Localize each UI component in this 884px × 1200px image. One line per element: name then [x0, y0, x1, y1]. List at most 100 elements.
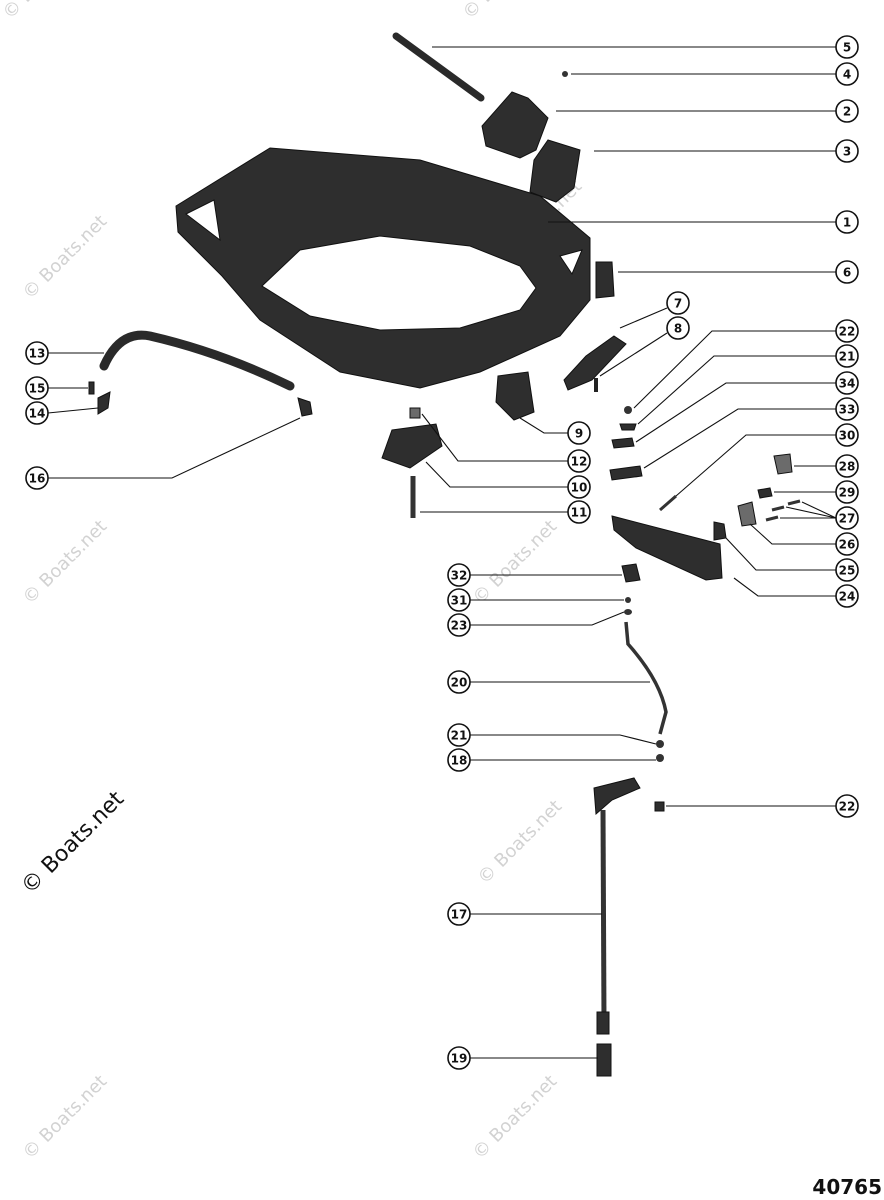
svg-text:6: 6 [843, 266, 851, 280]
callout-33: 33 [643, 397, 859, 469]
callout-4: 4 [571, 62, 859, 86]
part-washer-23 [624, 609, 632, 615]
callout-26: 26 [749, 523, 859, 556]
svg-text:30: 30 [839, 429, 856, 443]
svg-text:12: 12 [571, 455, 588, 469]
part-clip-26 [737, 501, 757, 527]
callout-22a: 22 [633, 319, 859, 409]
part-hose-5 [392, 32, 485, 102]
watermark: © Boats.net [469, 516, 561, 608]
part-nut-18 [656, 754, 664, 762]
callout-21a: 21 [637, 344, 859, 425]
svg-text:22: 22 [839, 325, 856, 339]
part-block-32 [621, 563, 641, 583]
svg-text:16: 16 [29, 472, 46, 486]
svg-text:19: 19 [451, 1052, 468, 1066]
svg-text:31: 31 [451, 594, 468, 608]
svg-text:26: 26 [839, 538, 856, 552]
callout-2: 2 [556, 99, 859, 123]
callout-8: 8 [599, 316, 690, 377]
svg-text:22: 22 [839, 800, 856, 814]
callout-12: 12 [421, 413, 591, 473]
watermark: © Boats.net [19, 1071, 111, 1163]
callout-27: 27 [780, 501, 859, 530]
callout-10: 10 [425, 461, 591, 499]
part-bracket-10 [381, 423, 443, 469]
svg-text:27: 27 [839, 512, 856, 526]
part-plate-33 [609, 465, 643, 481]
svg-text:11: 11 [571, 506, 588, 520]
svg-text:10: 10 [571, 481, 588, 495]
callout-1: 1 [548, 210, 859, 234]
part-bracket-2 [481, 91, 549, 159]
part-nut-31 [625, 597, 631, 603]
callout-9: 9 [519, 417, 591, 445]
callout-6: 6 [618, 260, 859, 284]
svg-text:4: 4 [843, 68, 851, 82]
svg-text:21: 21 [839, 350, 856, 364]
svg-text:25: 25 [839, 564, 856, 578]
callout-30: 30 [675, 423, 859, 497]
callout-18: 18 [447, 748, 656, 772]
callout-24: 24 [733, 577, 859, 608]
watermark: © Boats.net [474, 796, 566, 888]
part-screw-15 [88, 381, 95, 395]
callout-28: 28 [794, 454, 859, 478]
part-screw-30 [659, 494, 677, 512]
svg-text:29: 29 [839, 486, 856, 500]
callout-31: 31 [447, 588, 624, 612]
part-spring-34 [611, 437, 635, 449]
part-cap-29 [757, 487, 773, 499]
svg-text:24: 24 [839, 590, 856, 604]
svg-text:33: 33 [839, 403, 856, 417]
part-washer-21b [656, 740, 664, 748]
part-hose-13 [99, 330, 295, 391]
callout-22b: 22 [666, 794, 859, 818]
part-shift-shaft-17 [593, 777, 641, 1035]
callouts: 5 4 2 3 1 6 7 8 22 21 34 33 30 28 29 27 … [25, 35, 859, 1070]
watermark: © Boats.net [19, 516, 111, 608]
part-drawings [88, 32, 801, 1077]
callout-16: 16 [25, 417, 301, 490]
part-pin-27c [787, 499, 801, 506]
callout-13: 13 [25, 341, 104, 365]
callout-5: 5 [432, 35, 859, 59]
svg-text:17: 17 [451, 908, 468, 922]
svg-text:23: 23 [451, 619, 468, 633]
callout-15: 15 [25, 376, 88, 400]
part-rod-20 [624, 621, 668, 735]
figure-number: 40765 [812, 1175, 882, 1199]
part-block-25 [713, 521, 727, 541]
watermark: © Boats.net [469, 1071, 561, 1163]
part-bottom-cowl-1 [175, 147, 591, 389]
callout-21b: 21 [447, 723, 657, 747]
svg-text:21: 21 [451, 729, 468, 743]
svg-text:32: 32 [451, 569, 468, 583]
callout-7: 7 [619, 291, 690, 329]
part-nut-12 [409, 407, 421, 419]
svg-text:15: 15 [29, 382, 46, 396]
callout-17: 17 [447, 902, 602, 926]
svg-text:5: 5 [843, 41, 851, 55]
copyright-text: © Boats.net [17, 786, 130, 899]
svg-text:13: 13 [29, 347, 46, 361]
svg-text:3: 3 [843, 145, 851, 159]
svg-text:34: 34 [839, 377, 856, 391]
part-clamp-14 [97, 391, 111, 415]
part-lever-7 [563, 335, 627, 391]
svg-text:28: 28 [839, 460, 856, 474]
callout-20: 20 [447, 670, 650, 694]
part-fitting-16 [297, 397, 313, 417]
callout-3: 3 [594, 139, 859, 163]
watermark: © Boats.net [459, 0, 551, 24]
callout-11: 11 [420, 500, 591, 524]
svg-text:8: 8 [674, 322, 682, 336]
part-knob-28 [773, 453, 793, 475]
callout-32: 32 [447, 563, 622, 587]
callout-23: 23 [447, 611, 625, 637]
callout-29: 29 [774, 480, 859, 504]
part-screw-4 [562, 71, 568, 77]
watermark: © Boats.net [0, 0, 91, 24]
svg-text:2: 2 [843, 105, 851, 119]
part-block-9 [495, 371, 535, 421]
